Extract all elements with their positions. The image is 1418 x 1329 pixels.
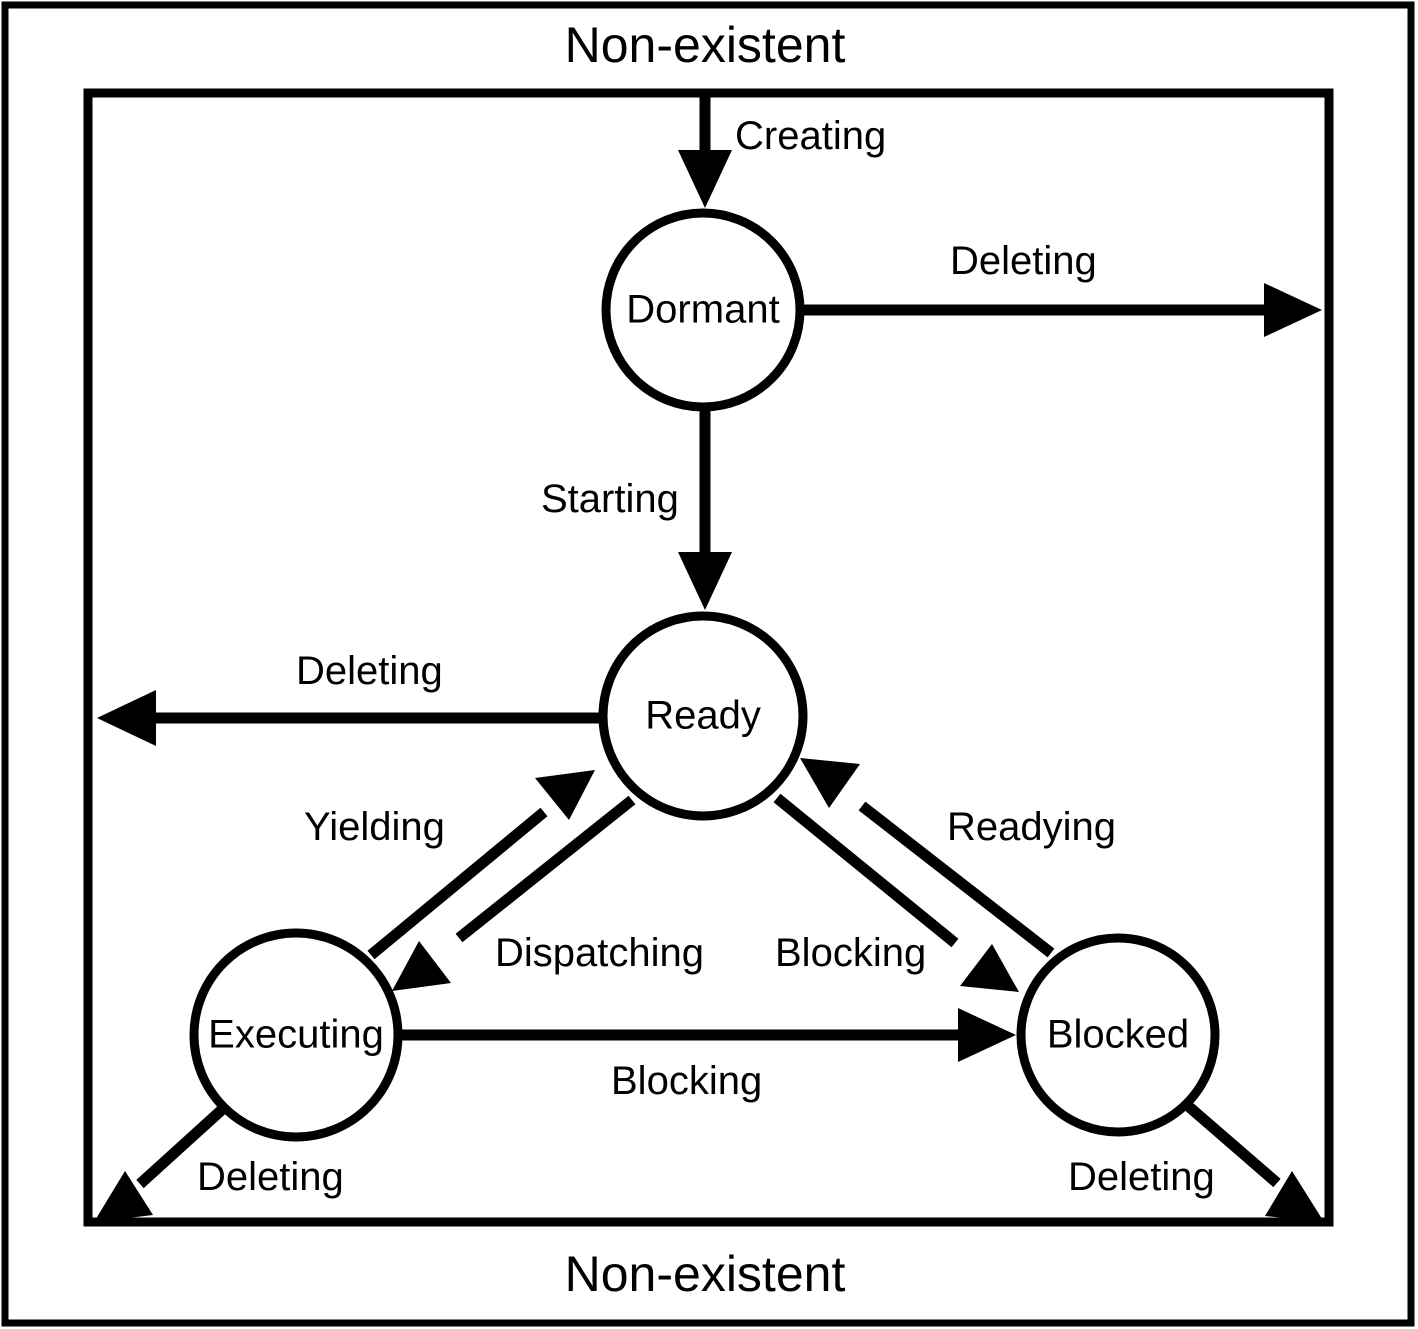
dormant-label: Dormant — [626, 288, 779, 332]
region-label-bottom: Non-existent — [565, 1246, 846, 1302]
blocking-ready-label: Blocking — [775, 931, 926, 975]
blocked-deleting-label: Deleting — [1068, 1155, 1215, 1199]
blocked-deleting-line — [1183, 1100, 1281, 1188]
creating-arrowhead — [678, 150, 732, 208]
blocked-circle[interactable] — [1016, 933, 1220, 1137]
starting-label: Starting — [541, 477, 679, 521]
starting-arrowhead — [678, 552, 732, 610]
dormant-deleting-arrowhead — [1264, 283, 1322, 337]
blocked-deleting-arrowhead — [1265, 1171, 1324, 1222]
transition-ready-deleting: Deleting — [97, 649, 601, 746]
region-label-top: Non-existent — [565, 17, 846, 73]
dispatching-line — [455, 795, 636, 943]
state-node-blocked[interactable]: Blocked — [1016, 933, 1220, 1137]
transition-blocking-ready: Blocking — [773, 793, 1019, 992]
creating-label: Creating — [735, 114, 886, 158]
transition-readying: Readying — [800, 758, 1116, 958]
transition-starting: Starting — [541, 410, 732, 610]
blocking-exec-label: Blocking — [611, 1059, 762, 1103]
ready-circle[interactable] — [598, 611, 808, 821]
transition-blocked-deleting: Deleting — [1068, 1100, 1324, 1222]
inner-frame — [83, 88, 1334, 1227]
dispatching-arrowhead — [392, 941, 451, 991]
exec-deleting-line — [136, 1101, 230, 1189]
state-node-dormant[interactable]: Dormant — [601, 208, 805, 412]
state-node-ready[interactable]: Ready — [598, 611, 808, 821]
blocking-ready-arrowhead — [960, 944, 1019, 992]
ready-label: Ready — [645, 694, 761, 738]
readying-line — [858, 801, 1055, 958]
executing-circle[interactable] — [189, 928, 403, 1142]
yielding-arrowhead — [535, 770, 595, 820]
yielding-label: Yielding — [304, 805, 445, 849]
yielding-line — [367, 807, 548, 960]
dormant-deleting-label: Deleting — [950, 239, 1097, 283]
exec-deleting-label: Deleting — [197, 1155, 344, 1199]
dispatching-label: Dispatching — [495, 931, 704, 975]
blocking-ready-line — [773, 793, 959, 948]
dormant-circle[interactable] — [601, 208, 805, 412]
exec-deleting-arrowhead — [94, 1171, 153, 1222]
blocked-label: Blocked — [1047, 1013, 1189, 1057]
ready-deleting-arrowhead — [97, 690, 156, 746]
transition-exec-deleting: Deleting — [94, 1101, 344, 1222]
transition-creating: Creating — [678, 97, 886, 208]
readying-arrowhead — [800, 758, 860, 808]
state-node-executing[interactable]: Executing — [189, 928, 403, 1142]
transition-yielding: Yielding — [304, 770, 595, 960]
blocking-exec-arrowhead — [958, 1008, 1016, 1062]
transition-dispatching: Dispatching — [392, 795, 704, 991]
ready-deleting-label: Deleting — [296, 649, 443, 693]
readying-label: Readying — [947, 805, 1116, 849]
transition-dormant-deleting: Deleting — [800, 239, 1322, 337]
executing-label: Executing — [208, 1013, 384, 1057]
transition-blocking-exec: Blocking — [399, 1008, 1016, 1103]
